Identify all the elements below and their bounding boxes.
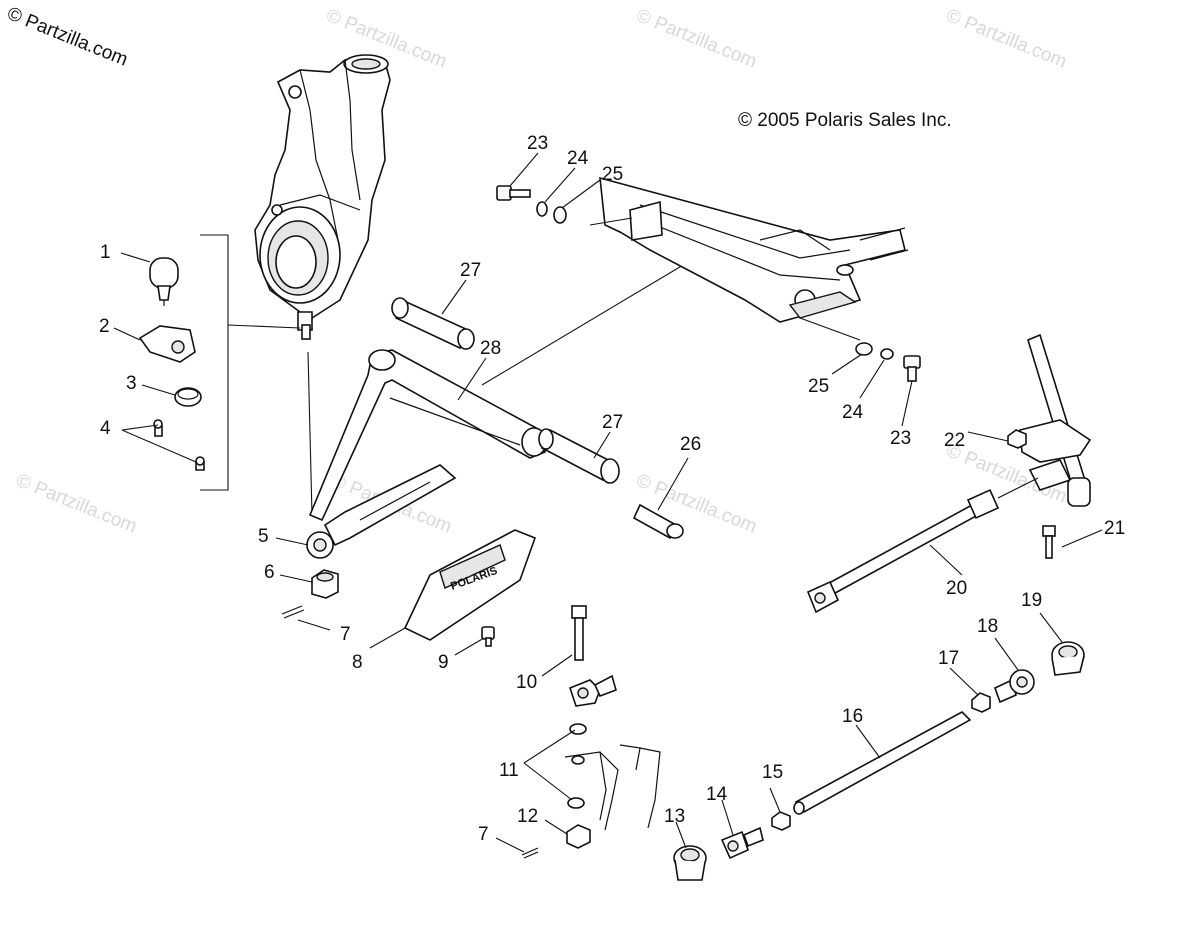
tie-rod-end	[994, 669, 1035, 704]
callout-16: 16	[842, 706, 863, 727]
steering-knuckle	[254, 54, 391, 340]
callout-8: 8	[352, 652, 363, 673]
tie-rod	[793, 711, 972, 815]
assembly-line	[799, 317, 861, 341]
callout-1: 1	[100, 242, 111, 263]
assembly-line	[997, 477, 1039, 499]
bushing	[632, 503, 684, 540]
lock-washer-lower	[880, 348, 894, 360]
post-nut	[1007, 429, 1027, 449]
callout-4: 4	[100, 418, 111, 439]
callout-2: 2	[99, 316, 110, 337]
callout-9: 9	[438, 652, 449, 673]
stabilizer-link	[806, 488, 1000, 614]
callout-12: 12	[517, 806, 538, 827]
callout-22: 22	[944, 430, 965, 451]
ball-joint	[149, 257, 179, 306]
callout-5: 5	[258, 526, 269, 547]
tie-rod-end-outer	[673, 845, 707, 881]
assembly-line	[589, 217, 633, 226]
frame-bolt-lower	[903, 355, 921, 382]
callout-leaders	[113, 152, 1103, 853]
callout-15: 15	[762, 762, 783, 783]
assembly-line	[227, 324, 301, 329]
castle-nut	[311, 569, 339, 599]
callout-28: 28	[480, 338, 501, 359]
lock-nut	[566, 824, 591, 849]
callout-20: 20	[946, 578, 967, 599]
tie-rod-end-inner	[569, 674, 617, 707]
callout-27-upper: 27	[460, 260, 481, 281]
a-arm	[306, 349, 547, 559]
retaining-ring-inner	[177, 388, 199, 400]
steering-post	[1019, 333, 1092, 507]
assembly-line	[481, 254, 701, 386]
callout-27-lower: 27	[602, 412, 623, 433]
post-bolt	[1042, 525, 1056, 559]
tie-rod-end	[720, 826, 764, 860]
flat-washer-upper	[553, 206, 567, 224]
cotter-pin	[281, 605, 305, 619]
pivot-tube-lower	[538, 428, 620, 484]
rod-end	[1051, 641, 1085, 676]
callout-3: 3	[126, 373, 137, 394]
callout-24-lower: 24	[842, 402, 864, 423]
ball-joint-retainer-plate	[138, 325, 196, 363]
washer	[569, 723, 587, 735]
callout-23-upper: 23	[527, 133, 548, 154]
a-arm-guard: POLARIS	[403, 529, 537, 641]
pivot-tube-upper	[391, 297, 475, 350]
guard-bolt	[481, 626, 495, 647]
callout-numbers: 1 2 3 4 5 6 7 8 9 10 11 12 7 13 14 15 16…	[99, 133, 1125, 845]
flat-washer-lower	[855, 342, 873, 356]
callout-11: 11	[499, 760, 519, 781]
callout-23-lower: 23	[890, 428, 911, 449]
copyright-notice: © 2005 Polaris Sales Inc.	[738, 110, 952, 131]
callout-25-lower: 25	[808, 376, 829, 397]
callout-17: 17	[938, 648, 959, 669]
lock-washer-upper	[536, 201, 548, 217]
assembly-line	[307, 351, 313, 516]
frame-bolt-upper	[496, 185, 531, 201]
callout-19: 19	[1021, 590, 1042, 611]
callout-18: 18	[977, 616, 998, 637]
plate-hole	[171, 340, 185, 354]
callout-25-upper: 25	[602, 164, 623, 185]
callout-7-lower: 7	[478, 824, 489, 845]
watermark-faint: © Partzilla.com	[633, 5, 760, 72]
callout-24-upper: 24	[567, 148, 589, 169]
jam-nut	[771, 811, 791, 831]
watermark-faint: © Partzilla.com	[13, 470, 140, 537]
callout-26: 26	[680, 434, 701, 455]
callout-14: 14	[706, 784, 728, 805]
cotter-pin	[521, 847, 539, 859]
long-bolt	[571, 605, 587, 661]
washer	[567, 797, 585, 809]
callout-13: 13	[664, 806, 685, 827]
callout-7: 7	[340, 624, 351, 645]
callout-21: 21	[1104, 518, 1125, 539]
callout-10: 10	[516, 672, 537, 693]
jam-nut	[971, 692, 991, 713]
frame	[599, 176, 909, 323]
callout-6: 6	[264, 562, 275, 583]
screws	[153, 419, 205, 471]
retaining-ring	[174, 387, 202, 407]
watermark-primary: © Partzilla.com	[4, 3, 131, 70]
watermark-faint: © Partzilla.com	[943, 5, 1070, 72]
steering-post-bracket	[564, 744, 661, 831]
group-bracket	[200, 234, 229, 491]
